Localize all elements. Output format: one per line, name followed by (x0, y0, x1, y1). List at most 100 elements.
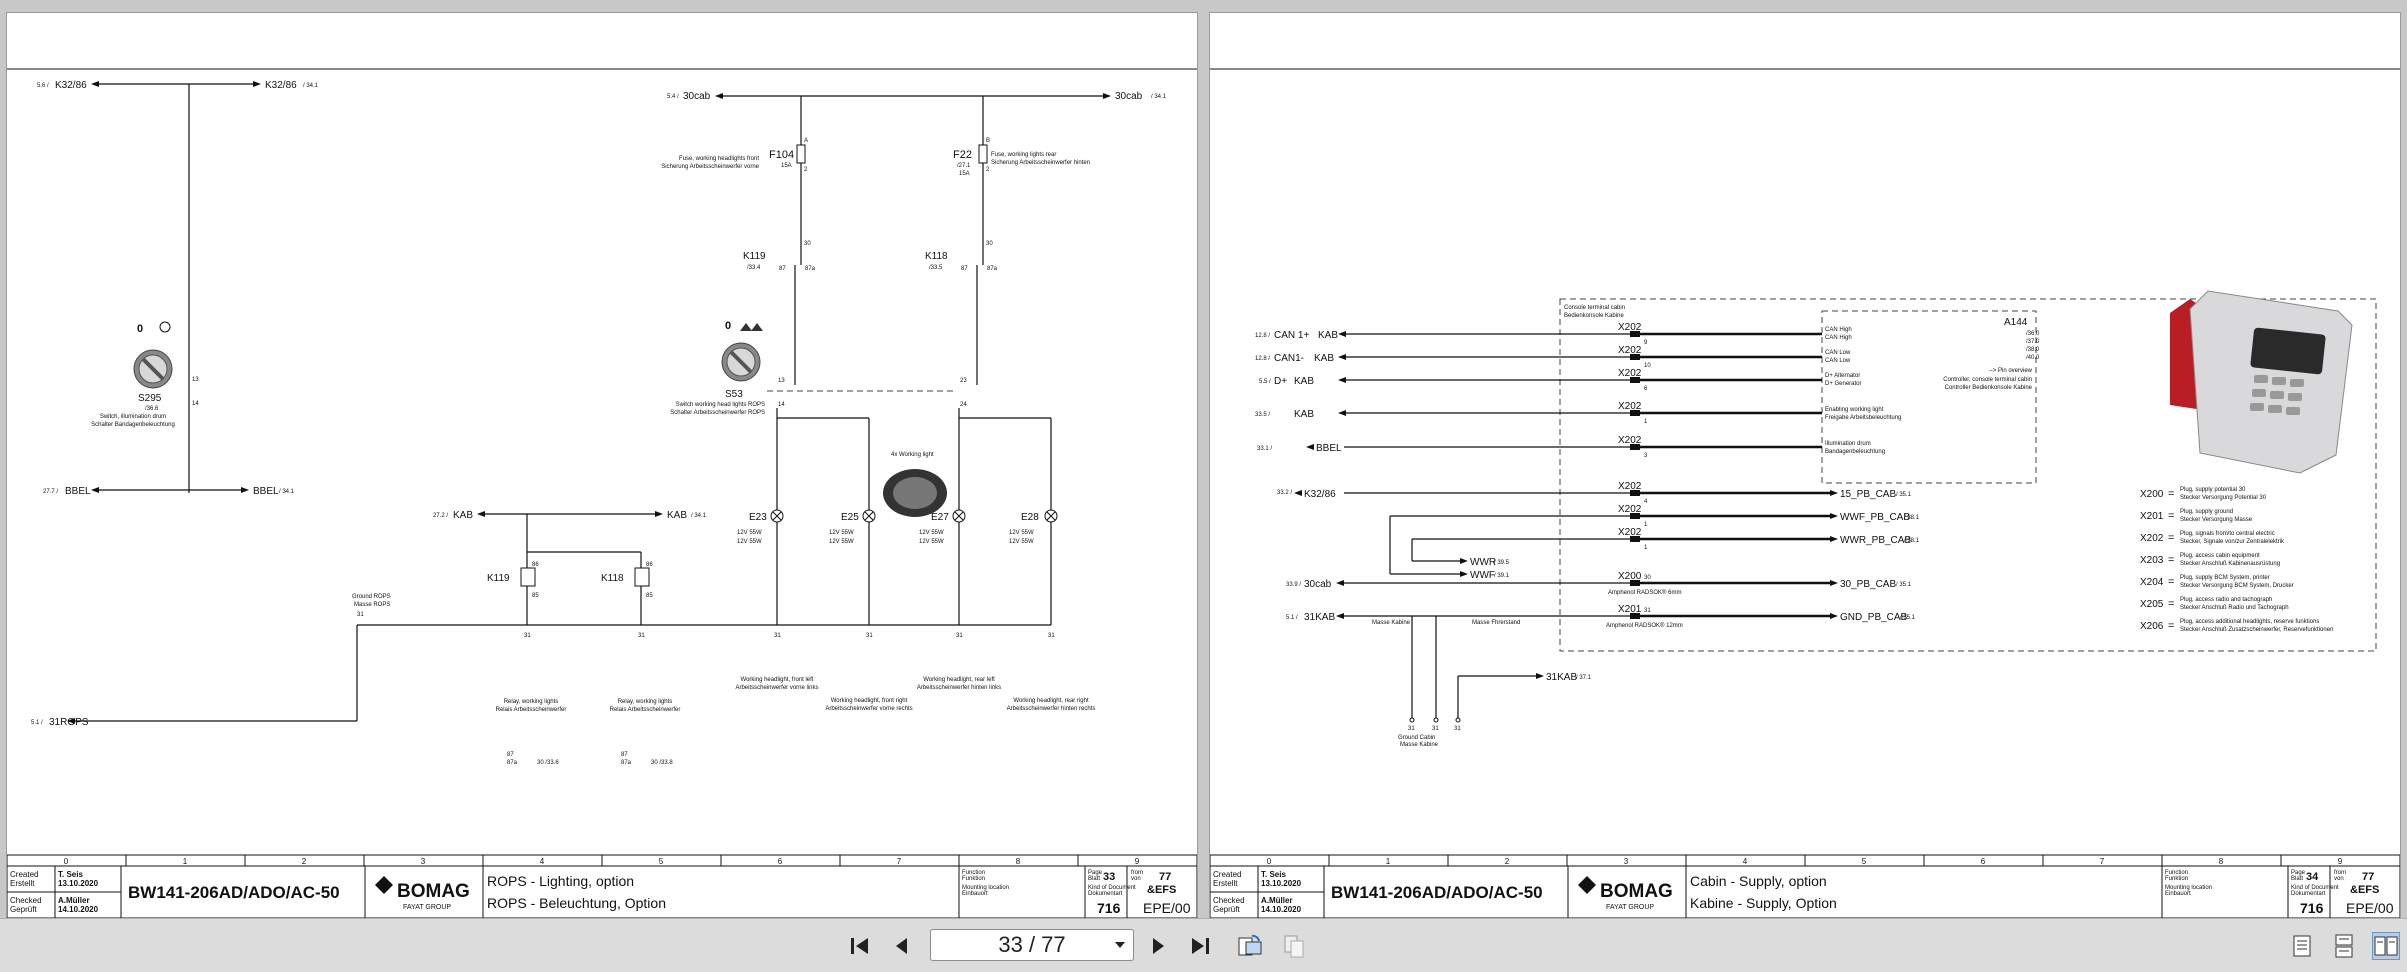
k32-connector: X202 (1618, 481, 1642, 492)
single-page-icon (2293, 935, 2311, 957)
k118-pin-87a: 87a (987, 266, 998, 272)
cab30-ref: 33.9 / (1286, 582, 1301, 588)
drawing-number: BW141-206AD/ADO/AC-50 (1331, 883, 1543, 902)
bbel-out-ref: / 34.1 (279, 489, 295, 495)
page-label: Page (1088, 870, 1103, 876)
a144-desc-en: Controller, console terminal cabin (1943, 377, 2032, 383)
page-number-select[interactable]: 33 / 77 (930, 929, 1134, 961)
ground-cabin-en: Ground Cabin (1398, 735, 1435, 741)
cab30-ref: 5.4 / (667, 94, 679, 100)
kab31-out-ref: / 37.1 (1576, 675, 1592, 681)
connector-row-wwf: X202 1 WWF_PB_CAB / 38.1 (1389, 504, 1920, 575)
s53-pin-23: 23 (960, 378, 967, 384)
page-number: 34 (2306, 871, 2319, 883)
whl-rl-desc-de: Arbeitsscheinwerfer hinten links (917, 685, 1001, 691)
k119-contact-ref: /33.4 (747, 265, 761, 271)
lamp-e23-spec-1: 12V 55W (737, 530, 762, 536)
connector-row-30cab: 33.9 / 30cab X200 30 Amphenol RADSOK® 6m… (1286, 571, 1912, 596)
row1-connector: X202 (1618, 322, 1642, 333)
dokumentart-label: Dokumentart (2291, 891, 2326, 897)
rops31-ref: 5.1 / (31, 720, 43, 726)
k118-coil-pin-86: 86 (646, 562, 653, 568)
lamp-e27: E27 12V 55W 12V 55W (919, 509, 966, 545)
rotate-page-button[interactable] (1236, 932, 1264, 960)
mounting-label: Mounting location (962, 885, 1009, 891)
s295-lamp-icon (159, 321, 171, 333)
from-label: from (2334, 870, 2346, 876)
lamp-e27-spec-1: 12V 55W (919, 530, 944, 536)
grid-col-5: 5 (1862, 857, 1867, 866)
x201-connector: X201 (1618, 604, 1642, 615)
lamp-e23-label: E23 (749, 512, 767, 523)
wwf-connector: X202 (1618, 504, 1642, 515)
connector-row-d-plus: 5.5 / D+ KAB X202 6 D+ Alternator D+ Gen… (1259, 368, 1862, 392)
row1-desc1: CAN High (1825, 327, 1852, 333)
legend-x206-de: Stecker Anschluß Zusatzscheinwerfer, Res… (2180, 627, 2333, 633)
k118-contact-label: K118 (925, 251, 948, 262)
row2-desc2: CAN Low (1825, 358, 1851, 364)
grid-col-0: 0 (1267, 857, 1272, 866)
erstellt-label: Erstellt (10, 879, 35, 888)
k32-label: K32/86 (55, 80, 87, 91)
ground-label-en: Ground ROPS (352, 594, 391, 600)
geprueft-label: Geprüft (1213, 905, 1240, 914)
doc-number: 716 (1097, 900, 1121, 916)
last-page-button[interactable] (1186, 932, 1214, 960)
k119-coil-pin-85: 85 (532, 593, 539, 599)
created-label: Created (10, 870, 38, 879)
first-page-button[interactable] (846, 932, 874, 960)
checked-label: Checked (1213, 896, 1245, 905)
wwr-ref: / 39.5 (1494, 560, 1510, 566)
lamp-e25-spec-1: 12V 55W (829, 530, 854, 536)
relay2-contact-ref: 30 /33.8 (651, 760, 673, 766)
checked-label: Checked (10, 896, 42, 905)
row1-pin: 9 (1644, 340, 1648, 346)
created-by: T. Seis (1261, 870, 1286, 879)
k119-pin-30: 30 (804, 241, 811, 247)
row3-pin: 6 (1644, 386, 1648, 392)
thumbnails-button[interactable] (1280, 932, 1308, 960)
two-page-view-button[interactable] (2372, 932, 2400, 960)
k118-pin-87: 87 (961, 266, 968, 272)
k32-arrow-out (253, 81, 261, 87)
f104-fuse-symbol (796, 144, 806, 164)
grid-col-3: 3 (1624, 857, 1629, 866)
single-page-view-button[interactable] (2288, 932, 2316, 960)
legend-x203-en: Plug, access cabin equipment (2180, 553, 2260, 559)
continuous-view-button[interactable] (2330, 932, 2358, 960)
grid-col-5: 5 (659, 857, 664, 866)
schematic-page-left: 5.6 / K32/86 K32/86 / 34.1 5.4 / 30cab 3… (6, 12, 1198, 919)
wwr-pin: 1 (1644, 545, 1648, 551)
s295-label: S295 (138, 393, 162, 404)
whl-rr-desc-en: Working headlight, rear right (1013, 698, 1089, 704)
row1-signal: CAN 1+ (1274, 330, 1309, 341)
pb15-ref: / 35.1 (1896, 492, 1912, 498)
legend-x202-de: Stecker, Signale von/zur Zentralelektrik (2180, 539, 2285, 545)
pin-overview-link[interactable]: --> Pin overview (1989, 368, 2033, 374)
relay-k118-label: K118 (601, 573, 624, 584)
lamp-e25: E25 12V 55W 12V 55W (829, 509, 876, 545)
k32-out-label: K32/86 (265, 80, 297, 91)
bbel-arrow-out (241, 487, 249, 493)
row2-desc1: CAN Low (1825, 350, 1851, 356)
next-page-button[interactable] (1144, 932, 1172, 960)
two-page-icon (2374, 936, 2398, 956)
grid-col-2: 2 (1505, 857, 1510, 866)
kab-arrow-in (477, 511, 485, 517)
row3-signal: D+ (1274, 376, 1287, 387)
doc-code: &EFS (2350, 884, 2379, 896)
thumbnails-icon (1284, 935, 1304, 958)
relay-k119-label: K119 (487, 573, 510, 584)
s53-pin-13: 13 (778, 378, 785, 384)
a144-ref-1: /36.0 (2026, 331, 2040, 337)
page-indicator-text: 33 / 77 (998, 932, 1066, 957)
k119-pin-87: 87 (779, 266, 786, 272)
previous-page-button[interactable] (888, 932, 916, 960)
lamp-e23-spec-2: 12V 55W (737, 539, 762, 545)
s53-label: S53 (725, 389, 743, 400)
doc-revision: EPE/00 (1143, 900, 1191, 916)
kind-label: Kind of Document (1088, 885, 1136, 891)
wwr-pb-ref: / 38.1 (1904, 538, 1920, 544)
pb15-label: 15_PB_CAB (1840, 489, 1896, 500)
page-label: Page (2291, 870, 2306, 876)
